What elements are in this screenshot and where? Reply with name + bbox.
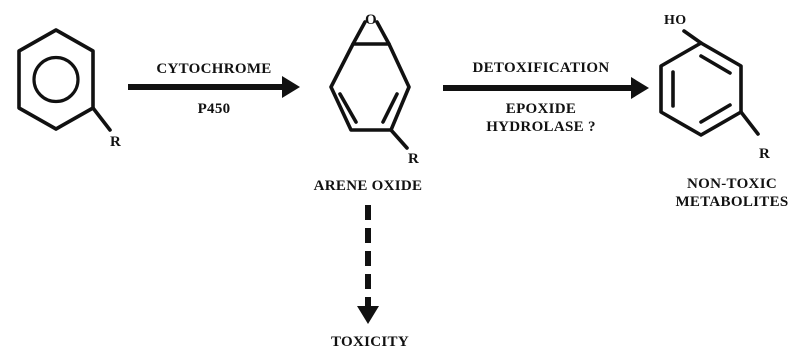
product-inner-bond-top: [699, 54, 732, 75]
arene-oxide-molecule: O R: [329, 12, 419, 167]
detoxification-label: DETOXIFICATION: [472, 60, 609, 76]
metabolites-label: METABOLITES: [675, 194, 788, 210]
substrate-aromatic-circle: [32, 55, 80, 104]
arrow-toxicity: [357, 205, 379, 324]
cytochrome-label: CYTOCHROME: [156, 61, 271, 77]
arene-oxide-r-label: R: [408, 151, 419, 167]
toxicity-label: TOXICITY: [331, 334, 409, 350]
p450-label: P450: [198, 101, 231, 117]
product-r-label: R: [759, 146, 770, 162]
hydroxyl-bond: [682, 29, 703, 45]
arene-oxide-double-bond-right: [381, 92, 399, 124]
arrow-detoxification: [443, 77, 649, 99]
epoxide-bond-right: [375, 20, 391, 46]
substrate-benzene-ring: [17, 28, 95, 131]
substrate-r-bond: [91, 106, 112, 132]
arrow-cytochrome-head: [282, 76, 300, 98]
product-molecule: HO R: [659, 13, 770, 162]
epoxide-bond-left: [351, 20, 367, 46]
arrow-toxicity-head: [357, 306, 379, 324]
substrate-r-label: R: [110, 134, 121, 150]
arrow-cytochrome: [128, 76, 300, 98]
arene-oxide-double-bond-left: [338, 92, 358, 124]
product-r-bond: [739, 110, 760, 136]
arene-oxide-r-bond: [389, 128, 409, 150]
product-inner-bond-bottom: [699, 103, 732, 124]
non-toxic-label: NON-TOXIC: [687, 176, 777, 192]
epoxide-label: EPOXIDE: [506, 101, 576, 117]
hydroxyl-label: HO: [664, 13, 686, 28]
product-benzene-ring: [659, 41, 743, 137]
substrate-molecule: R: [17, 28, 121, 150]
epoxide-oxygen-label: O: [365, 12, 377, 28]
arene-oxide-ring: [329, 42, 411, 132]
arene-oxide-name: ARENE OXIDE: [314, 178, 423, 194]
hydrolase-label: HYDROLASE ?: [486, 119, 596, 135]
arrow-detoxification-head: [631, 77, 649, 99]
